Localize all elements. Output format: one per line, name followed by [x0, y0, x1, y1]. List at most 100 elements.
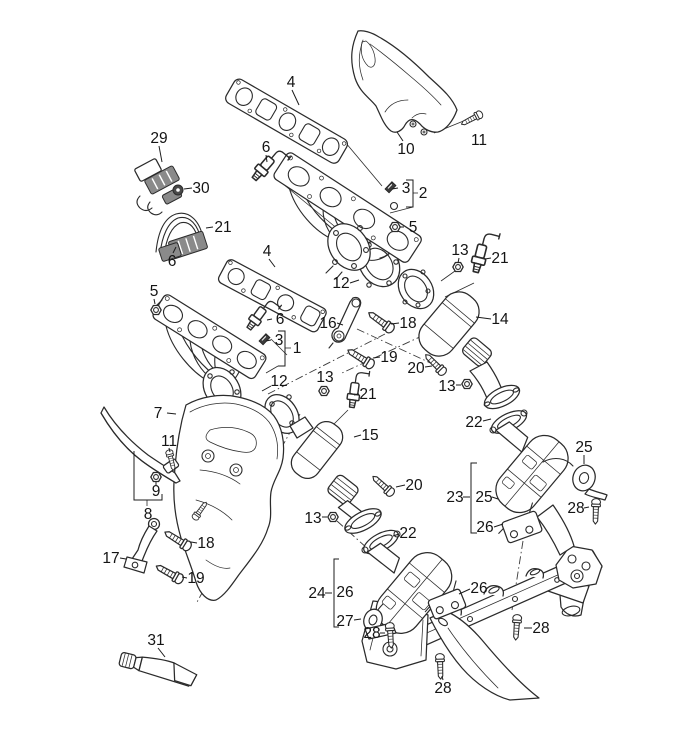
callout-27-33: 27 [336, 613, 353, 630]
callout-leader-12-12 [349, 279, 360, 284]
right-catalyst-drawing [495, 421, 608, 556]
callout-leader-25-24 [491, 496, 499, 500]
group-23-bracket [470, 462, 477, 534]
callout-6-7: 6 [168, 253, 177, 270]
callout-leader-19-18 [372, 356, 381, 359]
callout-28-36: 28 [532, 620, 549, 637]
callout-leader-28-37 [441, 675, 444, 681]
callout-21-52: 21 [359, 386, 376, 403]
callout-leader-10-1 [396, 131, 404, 142]
callout-25-24: 25 [475, 489, 492, 506]
callout-19-45: 19 [187, 570, 204, 587]
sealant-tube-drawing [118, 652, 198, 687]
callout-31-38: 31 [147, 632, 164, 649]
callout-12-12: 12 [332, 275, 349, 292]
callout-17-43: 17 [102, 550, 119, 567]
callout-29-3: 29 [150, 130, 167, 147]
callout-12-50: 12 [270, 373, 287, 390]
callout-26-32: 26 [336, 584, 353, 601]
callout-6-5: 6 [262, 139, 271, 156]
callout-leader-27-33 [353, 618, 362, 621]
callout-leader-11-40 [168, 447, 171, 453]
callout-5-11: 5 [409, 219, 418, 236]
group-1-bracket [278, 330, 286, 367]
callout-13-20: 13 [438, 378, 455, 395]
callout-6-51: 6 [276, 311, 285, 328]
callout-14-15: 14 [491, 311, 509, 328]
callout-3-9: 3 [402, 180, 411, 197]
callout-9-41: 9 [152, 483, 161, 500]
bracket-16-drawing [328, 296, 362, 349]
callout-25-22: 25 [575, 439, 592, 456]
callout-leader-22-30 [392, 533, 400, 537]
callout-28-26: 28 [567, 500, 584, 517]
callout-18-44: 18 [197, 535, 214, 552]
callout-leader-19-45 [181, 576, 188, 579]
callout-13-28: 13 [316, 369, 333, 386]
left-catalyst-pipe-drawing [264, 394, 382, 534]
callout-leader-31-38 [157, 647, 166, 658]
callout-22-21: 22 [465, 414, 482, 431]
connector-line-3 [440, 270, 456, 282]
callout-leader-30-4 [183, 187, 193, 190]
grommet-30-drawing [172, 184, 184, 196]
callout-8-42: 8 [144, 506, 153, 523]
callout-leader-4-8 [268, 258, 276, 268]
callout-leader-20-19 [424, 365, 433, 368]
alignment-line-15 [267, 333, 386, 395]
callout-7-39: 7 [154, 405, 163, 422]
lower-heat-shield-drawing [173, 394, 285, 601]
callout-leader-18-44 [190, 541, 198, 544]
callout-leader-6-7 [172, 246, 177, 254]
callout-leader-14-15 [475, 316, 492, 320]
connector-line-6 [270, 338, 288, 356]
right-manifold-drawing [273, 152, 422, 280]
upper-heat-shield-drawing [351, 30, 458, 136]
callout-20-27: 20 [405, 477, 423, 494]
callout-30-4: 30 [192, 180, 210, 197]
alignment-line-17 [336, 520, 369, 550]
callout-28-34: 28 [363, 625, 380, 642]
top-gasket-drawing [225, 78, 349, 164]
callout-2-10: 2 [419, 185, 428, 202]
center-catalyst-drawing [363, 542, 467, 640]
callout-leader-17-43 [119, 557, 127, 560]
callout-15-46: 15 [361, 427, 378, 444]
connector-line-8 [389, 206, 414, 214]
callout-leader-28-26 [583, 506, 590, 509]
callout-13-29: 13 [304, 510, 321, 527]
callout-26-25: 26 [476, 519, 493, 536]
callout-4-8: 4 [263, 243, 272, 260]
callout-19-18: 19 [380, 349, 397, 366]
callout-leader-5-47 [153, 298, 156, 305]
callout-21-6: 21 [214, 219, 231, 236]
callout-leader-15-46 [353, 434, 362, 438]
callout-leader-4-0 [291, 89, 300, 106]
callout-leader-13-13 [457, 257, 460, 264]
callout-11-2: 11 [471, 132, 487, 149]
callout-23-23: 23 [446, 489, 463, 506]
callout-leader-3-9 [391, 187, 399, 190]
callout-leader-6-51 [266, 318, 273, 321]
connector-line-9 [265, 365, 279, 374]
callout-4-0: 4 [287, 74, 296, 91]
callout-13-13: 13 [451, 242, 468, 259]
group-2-bracket [406, 179, 414, 208]
callout-11-40: 11 [161, 433, 177, 450]
callout-22-30: 22 [399, 525, 416, 542]
callout-leader-7-39 [166, 412, 177, 415]
callout-leader-26-35 [458, 588, 471, 595]
callout-leader-21-14 [484, 257, 492, 260]
callout-leader-26-25 [493, 523, 504, 528]
group-8-bracket [133, 451, 163, 501]
middle-gasket-drawing [217, 259, 327, 333]
callout-leader-22-21 [482, 418, 492, 422]
callout-5-47: 5 [150, 283, 159, 300]
callout-leader-21-52 [353, 393, 360, 396]
group-24-bracket [333, 558, 339, 628]
callout-21-14: 21 [491, 250, 508, 267]
callout-leader-6-5 [265, 154, 268, 163]
